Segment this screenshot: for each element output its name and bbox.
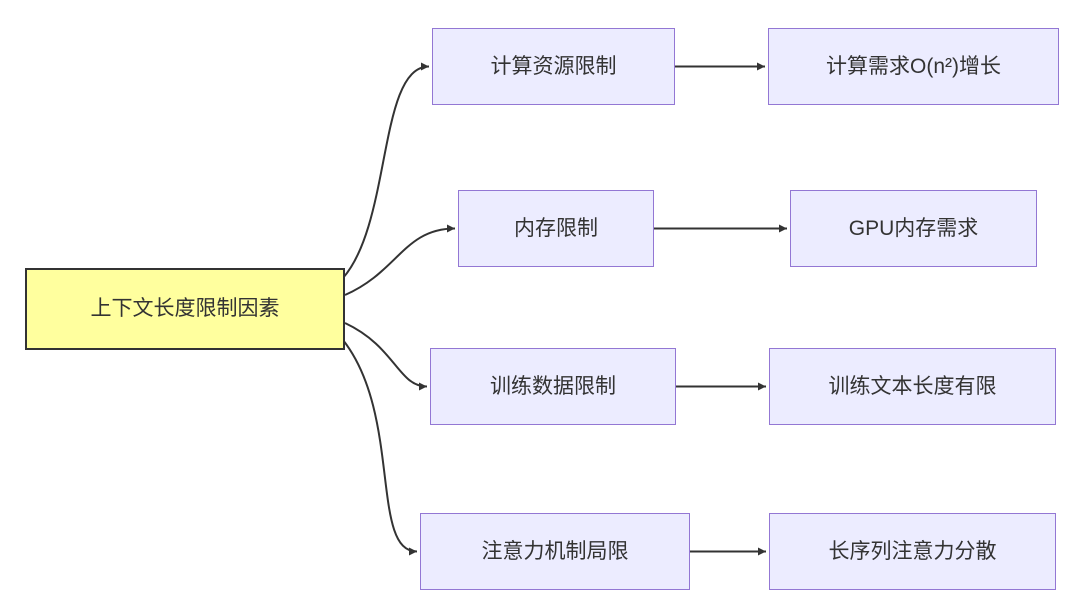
node-label: 训练文本长度有限 [828,374,997,398]
node-label: 上下文长度限制因素 [90,297,280,321]
node-root-context-length-limit-factors: 上下文长度限制因素 [25,268,345,350]
node-memory-limit: 内存限制 [458,190,654,267]
edge-root-to-memory-limit [344,224,456,296]
node-long-sequence-attention-dispersion: 长序列注意力分散 [769,513,1056,590]
node-attention-mechanism-limit: 注意力机制局限 [420,513,690,590]
node-label: 注意力机制局限 [481,539,629,563]
edge-root-to-compute-limit [342,62,430,279]
node-label: 训练数据限制 [490,374,616,398]
node-compute-resource-limit: 计算资源限制 [432,28,675,105]
node-compute-demand-on2-growth: 计算需求O(n²)增长 [768,28,1059,105]
node-label: 计算需求O(n²)增长 [826,54,1001,78]
node-label: 长序列注意力分散 [828,539,997,563]
edge-root-to-training-data-limit [344,322,428,391]
node-label: GPU内存需求 [848,216,979,240]
node-training-data-limit: 训练数据限制 [430,348,676,425]
edge-root-to-attention-limit [342,339,418,556]
node-label: 内存限制 [514,216,598,240]
node-gpu-memory-demand: GPU内存需求 [790,190,1037,267]
node-training-text-length-limited: 训练文本长度有限 [769,348,1056,425]
node-label: 计算资源限制 [490,54,617,78]
